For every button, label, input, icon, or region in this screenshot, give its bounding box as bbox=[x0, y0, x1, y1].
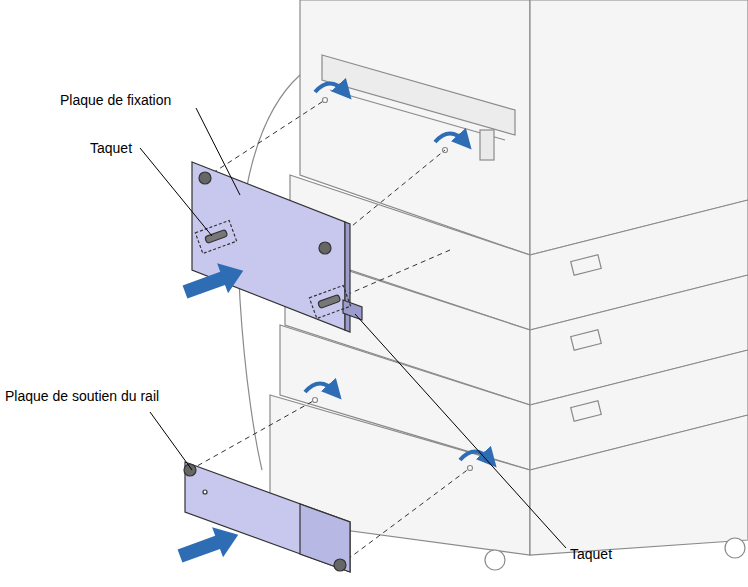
plate-body bbox=[192, 162, 345, 330]
plate-hole bbox=[203, 490, 207, 494]
cabinet-front bbox=[530, 415, 748, 555]
thumbscrew bbox=[199, 172, 211, 184]
plate-body bbox=[185, 462, 350, 572]
turn-arrow bbox=[315, 84, 345, 93]
leader-line bbox=[140, 148, 212, 236]
rail-support-plate bbox=[184, 462, 350, 572]
leader-line bbox=[355, 314, 566, 548]
push-arrows bbox=[175, 256, 249, 571]
thumbscrew bbox=[319, 242, 331, 254]
plate-flange bbox=[300, 504, 350, 572]
part-label: Plaque de soutien du rail bbox=[5, 388, 159, 404]
alignment-line bbox=[190, 400, 315, 470]
part-label: Plaque de fixation bbox=[60, 92, 171, 108]
screw-hole bbox=[323, 98, 328, 103]
caster-wheel bbox=[725, 538, 745, 558]
screw-hole bbox=[313, 398, 318, 403]
drawer-handle bbox=[571, 330, 602, 350]
push-arrow bbox=[175, 520, 244, 571]
thumbscrew bbox=[184, 464, 196, 476]
vent-panel bbox=[322, 55, 515, 135]
mounting-plate bbox=[192, 162, 362, 332]
leader-line bbox=[150, 412, 192, 470]
push-arrow bbox=[180, 256, 249, 307]
caster-wheel bbox=[485, 550, 505, 570]
drawer-handle bbox=[571, 401, 602, 421]
slot-peg bbox=[318, 294, 341, 308]
plate-tab bbox=[343, 300, 362, 320]
latch bbox=[480, 130, 494, 160]
panel-line bbox=[330, 90, 505, 140]
turn-arrows bbox=[305, 84, 490, 461]
turn-arrow bbox=[435, 134, 465, 143]
leader-lines bbox=[140, 108, 566, 548]
part-label: Taquet bbox=[90, 140, 132, 156]
slot-outline bbox=[309, 286, 350, 319]
leader-line bbox=[196, 108, 240, 195]
thumbscrew bbox=[334, 559, 346, 571]
alignment-line bbox=[340, 468, 470, 565]
part-label: Taquet bbox=[570, 546, 612, 562]
turn-arrow bbox=[305, 384, 335, 393]
drawer-handle bbox=[571, 255, 602, 275]
alignment-line bbox=[205, 100, 325, 178]
slot-outline bbox=[195, 221, 236, 254]
